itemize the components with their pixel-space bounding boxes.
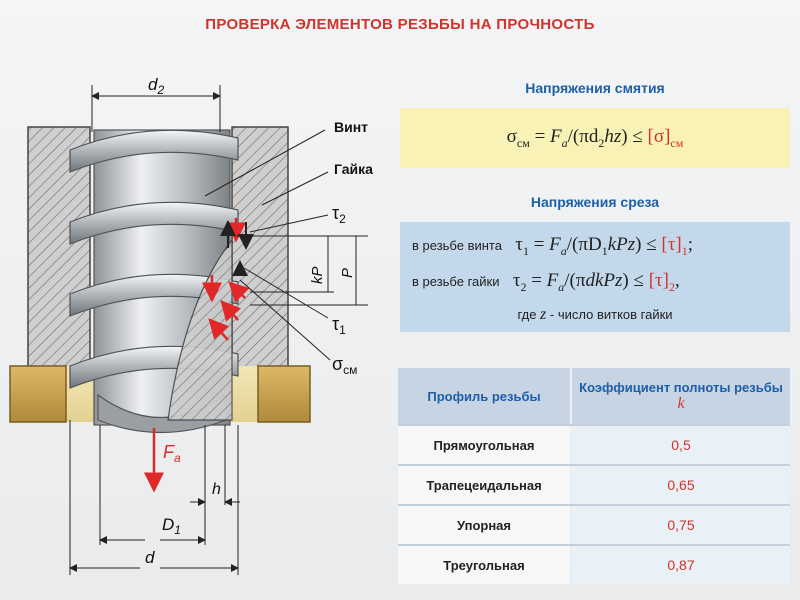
table-header-profile: Профиль резьбы (398, 368, 570, 424)
nut-right-wall (231, 126, 289, 368)
label-tau1: τ1 (332, 314, 346, 337)
label-D1: D1 (162, 515, 181, 537)
thread-profile-table: Профиль резьбы Коэффициент полноты резьб… (398, 368, 790, 584)
label-tau2: τ2 (332, 203, 346, 226)
table-cell-k: 0,5 (572, 426, 790, 464)
label-h: h (212, 481, 221, 498)
shear-stress-arrows (220, 220, 254, 276)
washer-right (257, 365, 311, 423)
page-title: ПРОВЕРКА ЭЛЕМЕНТОВ РЕЗЬБЫ НА ПРОЧНОСТЬ (205, 16, 595, 33)
shear-formula-screw: в резьбе винта τ1 = Fa/(πD1kPz) ≤ [τ]1; (412, 234, 693, 258)
table-cell-profile: Треугольная (398, 546, 570, 584)
label-force: Fa (163, 442, 181, 465)
label-d2: d2 (148, 75, 164, 97)
crushing-formula-box: σсм = Fa/(πd2hz) ≤ [σ]см (400, 108, 790, 168)
washer-left (9, 365, 67, 423)
dimension-d2 (91, 85, 221, 132)
thread-diagram: d2 kP P D1 d h Fa (9, 75, 373, 575)
leader-screw (204, 129, 326, 197)
shear-note: где z - число витков гайки (517, 306, 673, 323)
table-row: Треугольная 0,87 (398, 544, 790, 584)
table-cell-k: 0,87 (572, 546, 790, 584)
leader-tau1 (243, 267, 329, 319)
dimension-bottom (69, 420, 240, 575)
crushing-formula: σсм = Fa/(πd2hz) ≤ [σ]см (506, 126, 684, 150)
table-header-coefficient: Коэффициент полноты резьбы k (572, 368, 790, 424)
label-nut: Гайка (334, 161, 373, 177)
leader-tau2 (249, 214, 329, 233)
table-cell-profile: Прямоугольная (398, 426, 570, 464)
table-row: Упорная 0,75 (398, 504, 790, 544)
table-cell-profile: Упорная (398, 506, 570, 544)
shear-formula-nut: в резьбе гайки τ2 = Fa/(πdkPz) ≤ [τ]2, (412, 270, 680, 294)
leader-nut (261, 171, 329, 206)
label-kP: kP (309, 266, 326, 284)
table-cell-k: 0,65 (572, 466, 790, 504)
shear-stress-title: Напряжения среза (530, 194, 660, 210)
table-row: Трапецеидальная 0,65 (398, 464, 790, 504)
label-screw: Винт (334, 119, 368, 135)
table-cell-profile: Трапецеидальная (398, 466, 570, 504)
dimension-pitch (236, 235, 368, 306)
leader-sigma (239, 279, 331, 361)
label-P: P (339, 268, 356, 278)
shear-formula-box: в резьбе винта τ1 = Fa/(πD1kPz) ≤ [τ]1; … (400, 222, 790, 332)
crushing-stress-title: Напряжения смятия (525, 80, 665, 96)
label-sigma: σсм (332, 354, 357, 377)
table-row: Прямоугольная 0,5 (398, 424, 790, 464)
label-d: d (145, 548, 155, 567)
table-cell-k: 0,75 (572, 506, 790, 544)
